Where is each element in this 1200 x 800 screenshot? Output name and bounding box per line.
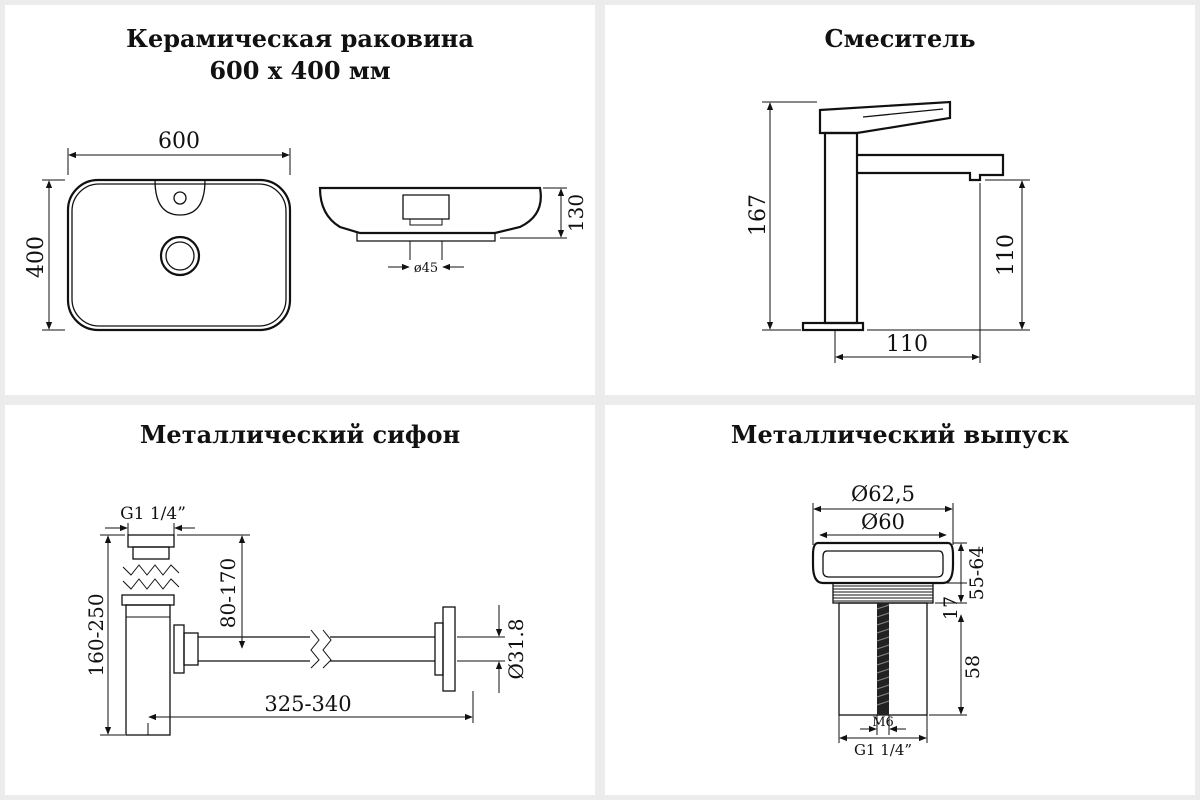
sink-depth-dimension: 400 <box>24 179 65 331</box>
faucet-title: Смеситель <box>824 24 976 53</box>
sink-drawing: 600 400 130 <box>24 129 588 332</box>
sink-side-view <box>318 186 542 260</box>
siphon-outlet-height-dimension: 80-170 <box>177 534 250 649</box>
sink-width-dimension: 600 <box>67 129 291 175</box>
drain-flange-label: 17 <box>940 596 962 620</box>
drain-screw-dimension: M6 <box>860 715 906 735</box>
siphon-panel: Металлический сифон <box>5 405 595 795</box>
siphon-outlet-height-label: 80-170 <box>216 558 240 628</box>
drain-panel: Металлический выпуск <box>605 405 1195 795</box>
faucet-height-dimension: 167 <box>746 101 817 331</box>
faucet-height-label: 167 <box>746 194 771 236</box>
siphon-total-height-label: 160-250 <box>84 593 108 676</box>
siphon-shape <box>121 534 456 736</box>
faucet-reach-label: 110 <box>886 332 928 357</box>
siphon-length-dimension: 325-340 <box>147 691 474 735</box>
faucet-spout-height-dimension: 110 <box>867 179 1030 331</box>
sink-top-view <box>66 178 292 332</box>
sink-depth-label: 400 <box>24 236 49 278</box>
drain-body-dimension: 58 <box>929 614 984 716</box>
drain-title: Металлический выпуск <box>730 420 1070 449</box>
drain-thread-dimension: G1 1/4” <box>838 715 928 759</box>
drain-inner-diameter-dimension: Ø60 <box>819 510 947 539</box>
faucet-reach-dimension: 110 <box>834 183 981 363</box>
drain-outer-diameter-dimension: Ø62,5 <box>812 482 954 545</box>
siphon-pipe-diameter-dimension: Ø31.8 <box>457 605 528 693</box>
drain-screw-label: M6 <box>872 715 894 730</box>
drain-flange-dimension: 17 <box>935 582 967 620</box>
siphon-title: Металлический сифон <box>139 420 461 449</box>
sink-title-line1: Керамическая раковина <box>126 24 474 53</box>
sink-title: Керамическая раковина 600 x 400 мм <box>5 23 595 87</box>
sink-height-dimension: 130 <box>500 187 588 239</box>
drain-outer-diameter-label: Ø62,5 <box>851 482 915 506</box>
siphon-pipe-diameter-label: Ø31.8 <box>504 619 528 680</box>
drain-range-dimension: 55-64 <box>935 542 988 604</box>
sink-title-line2: 600 x 400 мм <box>209 56 391 85</box>
sink-drain-label: ø45 <box>414 261 438 276</box>
siphon-length-label: 325-340 <box>264 692 351 716</box>
sink-panel: Керамическая раковина 600 x 400 мм <box>5 5 595 395</box>
spec-sheet: Керамическая раковина 600 x 400 мм <box>5 5 1195 795</box>
faucet-drawing: 167 110 110 <box>746 100 1030 363</box>
drain-body-label: 58 <box>962 655 984 679</box>
sink-width-label: 600 <box>158 129 200 154</box>
faucet-spout-height-label: 110 <box>994 234 1019 276</box>
siphon-drawing: G1 1/4” 160-250 80-170 <box>84 504 528 736</box>
siphon-thread-label: G1 1/4” <box>120 504 186 524</box>
sink-drain-dimension: ø45 <box>388 261 464 276</box>
drain-inner-diameter-label: Ø60 <box>861 510 905 534</box>
drain-range-label: 55-64 <box>966 546 988 601</box>
faucet-panel: Смеситель <box>605 5 1195 395</box>
drain-shape <box>811 541 955 716</box>
drain-drawing: Ø62,5 Ø60 55-64 17 58 <box>811 482 988 759</box>
siphon-thread-dimension: G1 1/4” <box>105 504 195 535</box>
sink-height-label: 130 <box>564 194 588 232</box>
drain-thread-label: G1 1/4” <box>854 741 912 759</box>
faucet-shape <box>801 100 1005 332</box>
siphon-total-height-dimension: 160-250 <box>84 534 125 736</box>
